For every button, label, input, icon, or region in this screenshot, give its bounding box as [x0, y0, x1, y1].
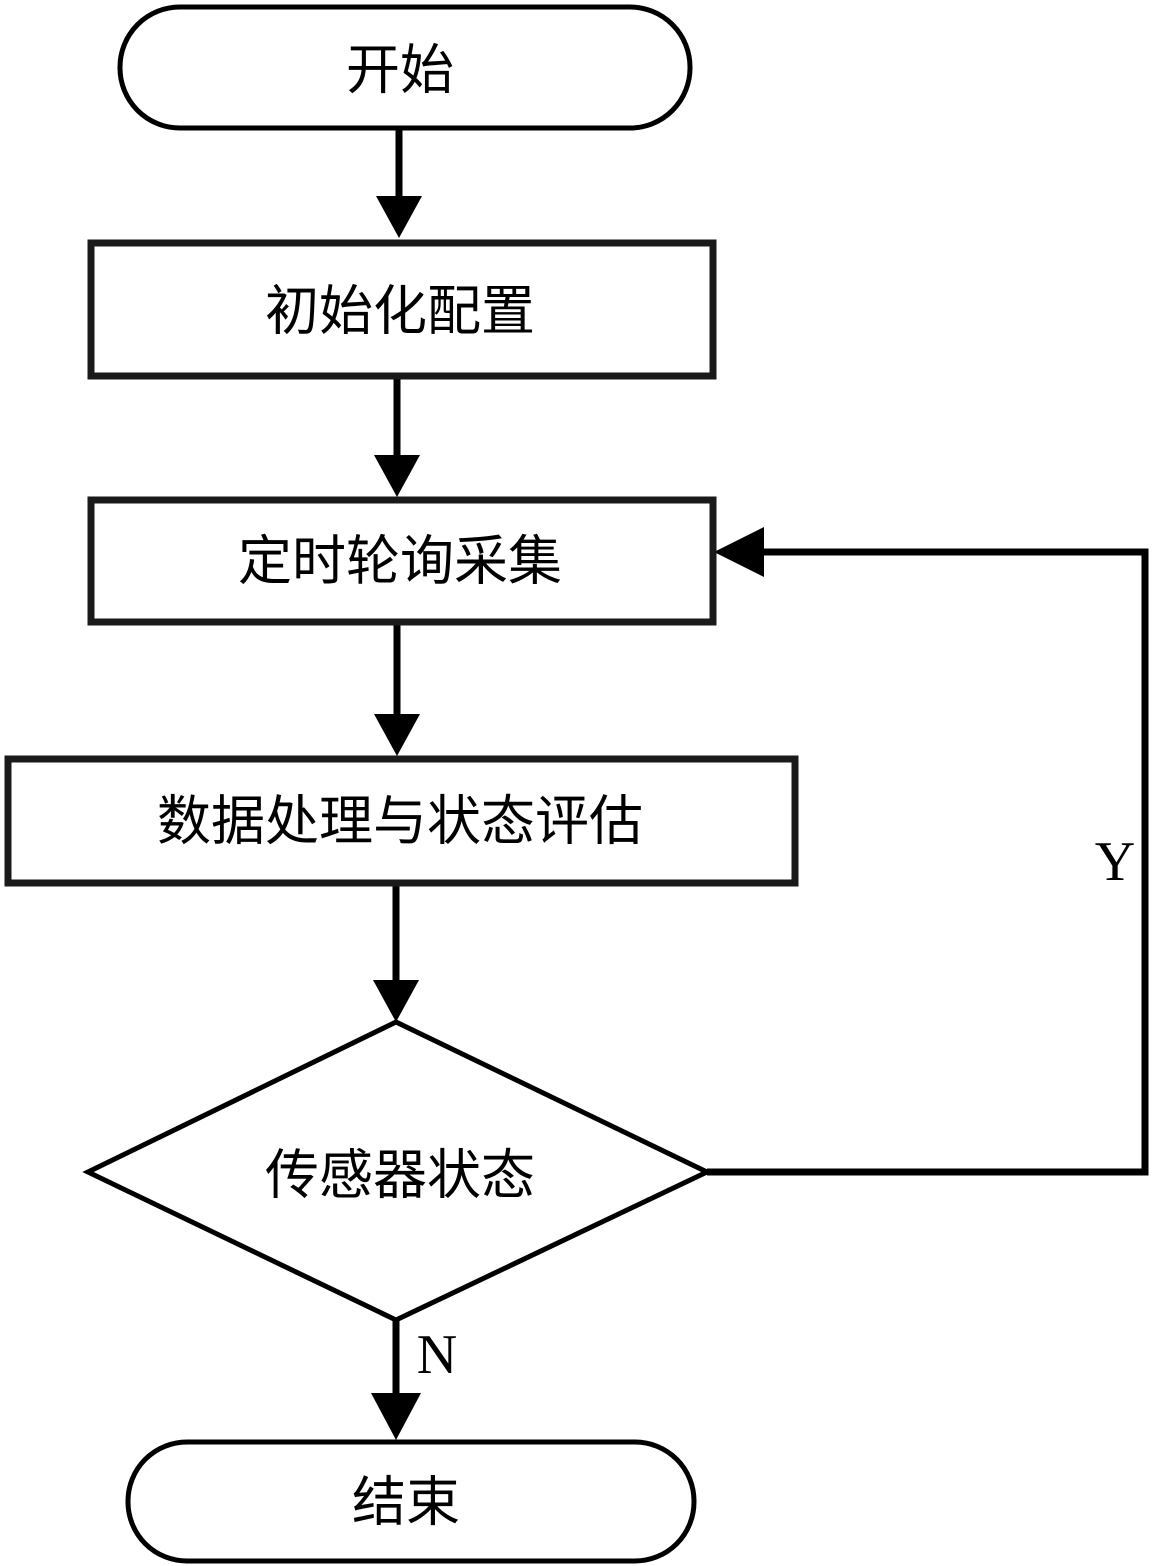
edge-init-to-poll [374, 378, 420, 497]
node-end[interactable]: 结束 [125, 1439, 697, 1564]
arrowhead-icon [374, 455, 420, 497]
start-node-label: 开始 [346, 39, 454, 102]
poll-node-inner-edge [97, 506, 707, 616]
decision-node-label: 传感器状态 [265, 1144, 535, 1207]
node-decision[interactable]: 传感器状态 [82, 1019, 713, 1323]
edge-poll-to-process [374, 623, 420, 756]
edge-process-to-decision [373, 884, 419, 1022]
arrowhead-icon [374, 714, 420, 756]
end-node-label: 结束 [352, 1471, 460, 1534]
end-node-shape [125, 1439, 697, 1564]
arrowhead-icon [373, 980, 419, 1022]
arrowhead-icon [371, 1393, 421, 1440]
arrowhead-icon [376, 196, 422, 238]
init-node-inner-edge [97, 249, 707, 370]
edge-start-to-init [376, 130, 422, 238]
edge-decision-yes-to-poll [707, 527, 1149, 1176]
arrowhead-icon [714, 527, 764, 577]
init-node-label: 初始化配置 [265, 280, 535, 343]
edge-label-yes: Y [1095, 831, 1135, 893]
edge-decision-no-to-end [371, 1320, 421, 1440]
process-node-label: 数据处理与状态评估 [157, 790, 643, 853]
node-init[interactable]: 初始化配置 [87, 239, 717, 380]
decision-node-shape [82, 1019, 713, 1323]
edge-label-no: N [417, 1324, 457, 1386]
start-node-shape [117, 4, 693, 131]
edge-line [707, 548, 1149, 1176]
poll-node-label: 定时轮询采集 [238, 530, 562, 593]
process-node-inner-edge [14, 765, 789, 877]
node-process[interactable]: 数据处理与状态评估 [4, 755, 799, 887]
node-poll[interactable]: 定时轮询采集 [87, 496, 717, 626]
node-start[interactable]: 开始 [117, 4, 693, 131]
